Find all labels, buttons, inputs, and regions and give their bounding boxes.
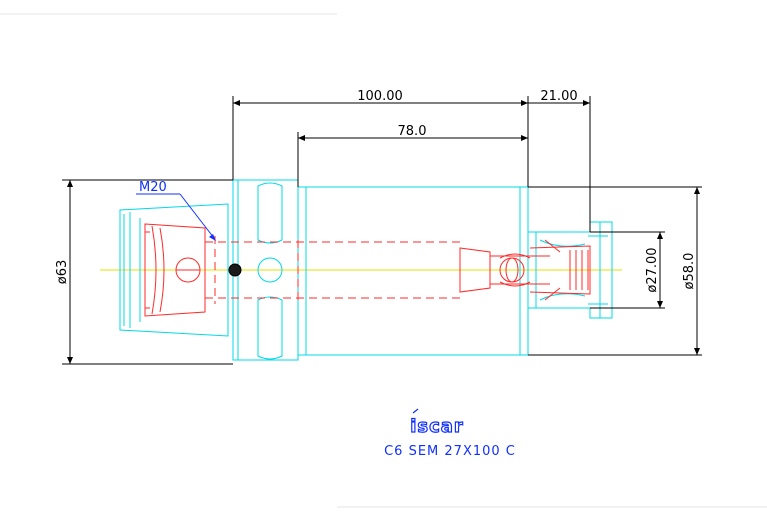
- dim-total-length: 100.00: [357, 89, 403, 104]
- hidden-lines: [144, 223, 591, 317]
- set-screw-marker: [228, 263, 242, 277]
- brand-logo-accent: [412, 408, 419, 414]
- dim-collet-length: 21.00: [540, 89, 577, 104]
- dim-nose-diameter: ø58.0: [682, 253, 697, 290]
- drawing-title: C6 SEM 27X100 C: [384, 444, 516, 459]
- dimension-lines: [62, 96, 702, 365]
- dim-body-length: 78.0: [398, 124, 427, 139]
- thread-label: M20: [139, 180, 167, 195]
- thread-leader-arrow: [209, 234, 216, 241]
- thread-leader-line: [179, 193, 215, 239]
- dim-shank-diameter: ø63: [55, 260, 70, 285]
- brand-logo: iscar: [410, 416, 464, 437]
- dim-bore-diameter: ø27.00: [645, 247, 660, 292]
